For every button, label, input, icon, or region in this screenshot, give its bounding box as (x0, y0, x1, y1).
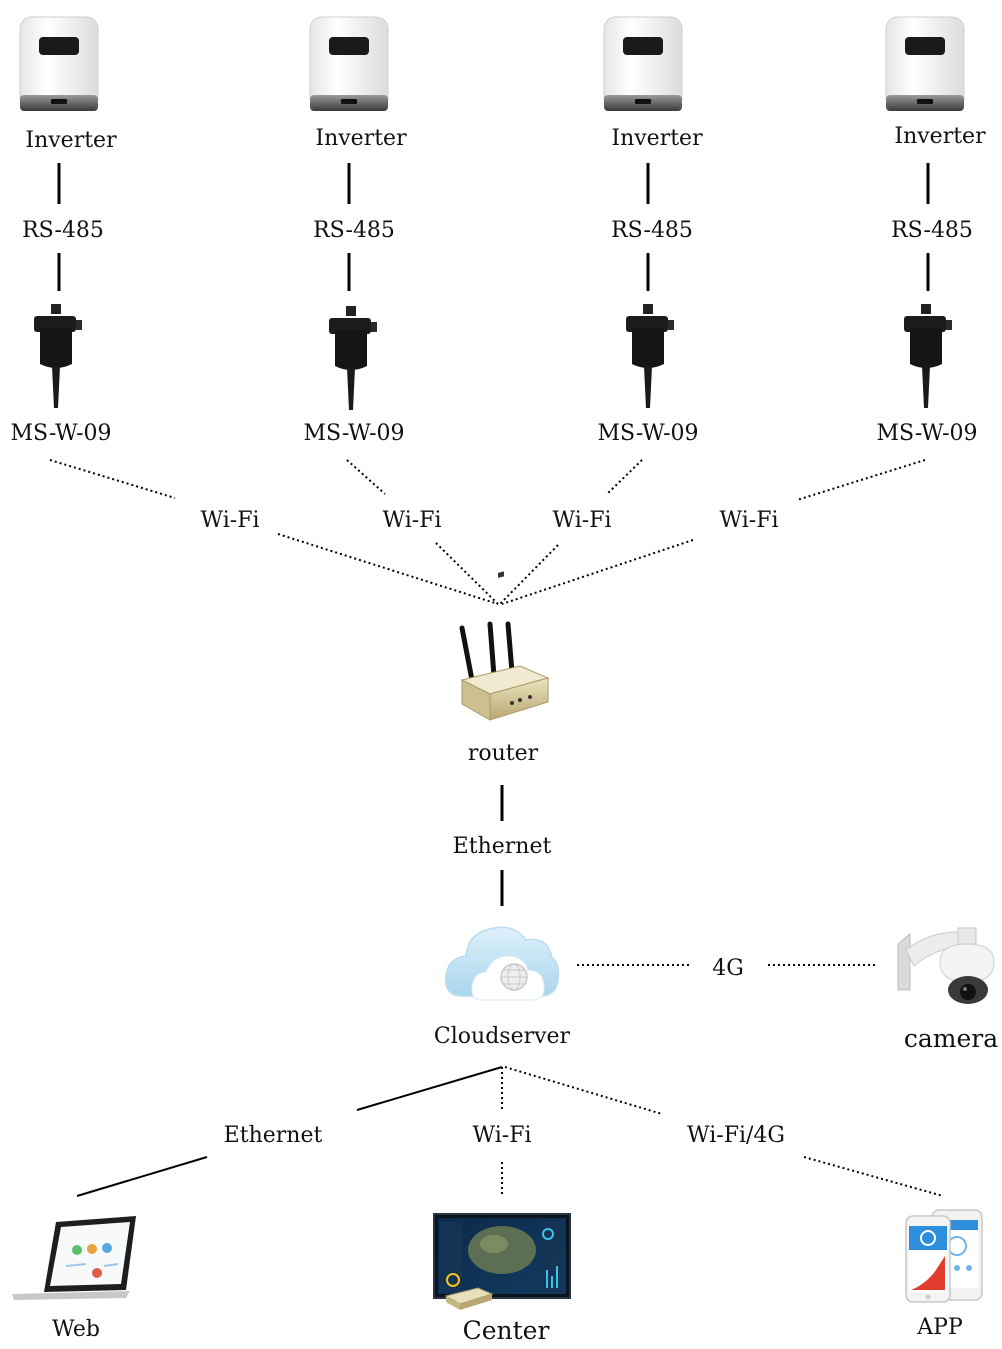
app-label: APP (916, 1315, 963, 1340)
inverter-column-3: Inverter RS-485 MS-W-09 (597, 16, 703, 446)
inverter-column-4: Inverter RS-485 MS-W-09 (876, 16, 986, 446)
wifi-label: Wi-Fi (383, 508, 442, 533)
wifi-link-segment (435, 542, 499, 605)
router-label: router (468, 741, 539, 766)
inverter-icon (603, 16, 683, 112)
inverter-icon (19, 16, 99, 112)
client-links: Ethernet Wi-Fi Wi-Fi/4G (76, 1066, 944, 1197)
camera-icon (897, 927, 995, 1004)
ethernet-link-segment (356, 1066, 503, 1111)
center-client: Center (433, 1213, 571, 1345)
center-label: Center (463, 1316, 550, 1345)
protocol-label: RS-485 (22, 218, 104, 243)
wifi-link-segment (277, 533, 499, 605)
protocol-label: RS-485 (313, 218, 395, 243)
laptop-icon (12, 1216, 136, 1300)
wifi-logger-icon (626, 304, 674, 408)
protocol-label: RS-485 (891, 218, 973, 243)
wifi-link-segment (346, 459, 386, 495)
wifi-link-segment (501, 539, 694, 605)
inverter-column-1: Inverter RS-485 MS-W-09 (10, 16, 117, 446)
inverter-icon (309, 16, 389, 112)
wifi-logger-icon (34, 304, 82, 408)
wifi-link-segment (606, 459, 643, 495)
logger-label: MS-W-09 (876, 421, 977, 446)
wifi-logger-icon (329, 306, 377, 410)
wifi-4g-link-segment (504, 1066, 663, 1115)
protocol-label: RS-485 (611, 218, 693, 243)
wifi-label: Wi-Fi (201, 508, 260, 533)
logger-label: MS-W-09 (303, 421, 404, 446)
monitor-icon (433, 1213, 571, 1310)
router-icon (459, 571, 550, 721)
center-link-label: Wi-Fi (473, 1123, 532, 1148)
ethernet-label: Ethernet (453, 834, 552, 859)
wifi-link-segment (499, 544, 559, 605)
wifi-link-segment (796, 459, 926, 501)
camera-label: camera (904, 1024, 998, 1053)
inverter-label: Inverter (25, 128, 117, 153)
router-node: router Ethernet (453, 571, 552, 906)
wifi-label: Wi-Fi (553, 508, 612, 533)
cloud-server-icon (445, 926, 560, 1001)
inverter-icon (885, 16, 965, 112)
wifi-4g-link-segment (803, 1156, 944, 1197)
web-client: Web (12, 1216, 136, 1342)
inverter-label: Inverter (894, 124, 986, 149)
wifi-link-segment (49, 459, 176, 499)
web-label: Web (52, 1317, 100, 1342)
wifi-logger-icon (904, 304, 952, 408)
app-client: APP (905, 1209, 983, 1340)
app-link-label: Wi-Fi/4G (687, 1123, 785, 1148)
4g-label: 4G (712, 956, 744, 981)
cloud-node: Cloudserver (434, 926, 571, 1049)
inverter-label: Inverter (611, 126, 703, 151)
cloud-label: Cloudserver (434, 1024, 571, 1049)
logger-label: MS-W-09 (597, 421, 698, 446)
inverter-label: Inverter (315, 126, 407, 151)
inverter-column-2: Inverter RS-485 MS-W-09 (303, 16, 407, 446)
wifi-links: Wi-Fi Wi-Fi Wi-Fi Wi-Fi (49, 459, 926, 605)
camera-node: camera (897, 927, 998, 1053)
ethernet-link-segment (76, 1156, 208, 1197)
logger-label: MS-W-09 (10, 421, 111, 446)
camera-link: 4G (577, 956, 878, 981)
wifi-label: Wi-Fi (720, 508, 779, 533)
smartphone-icon (905, 1209, 983, 1303)
web-link-label: Ethernet (224, 1123, 323, 1148)
